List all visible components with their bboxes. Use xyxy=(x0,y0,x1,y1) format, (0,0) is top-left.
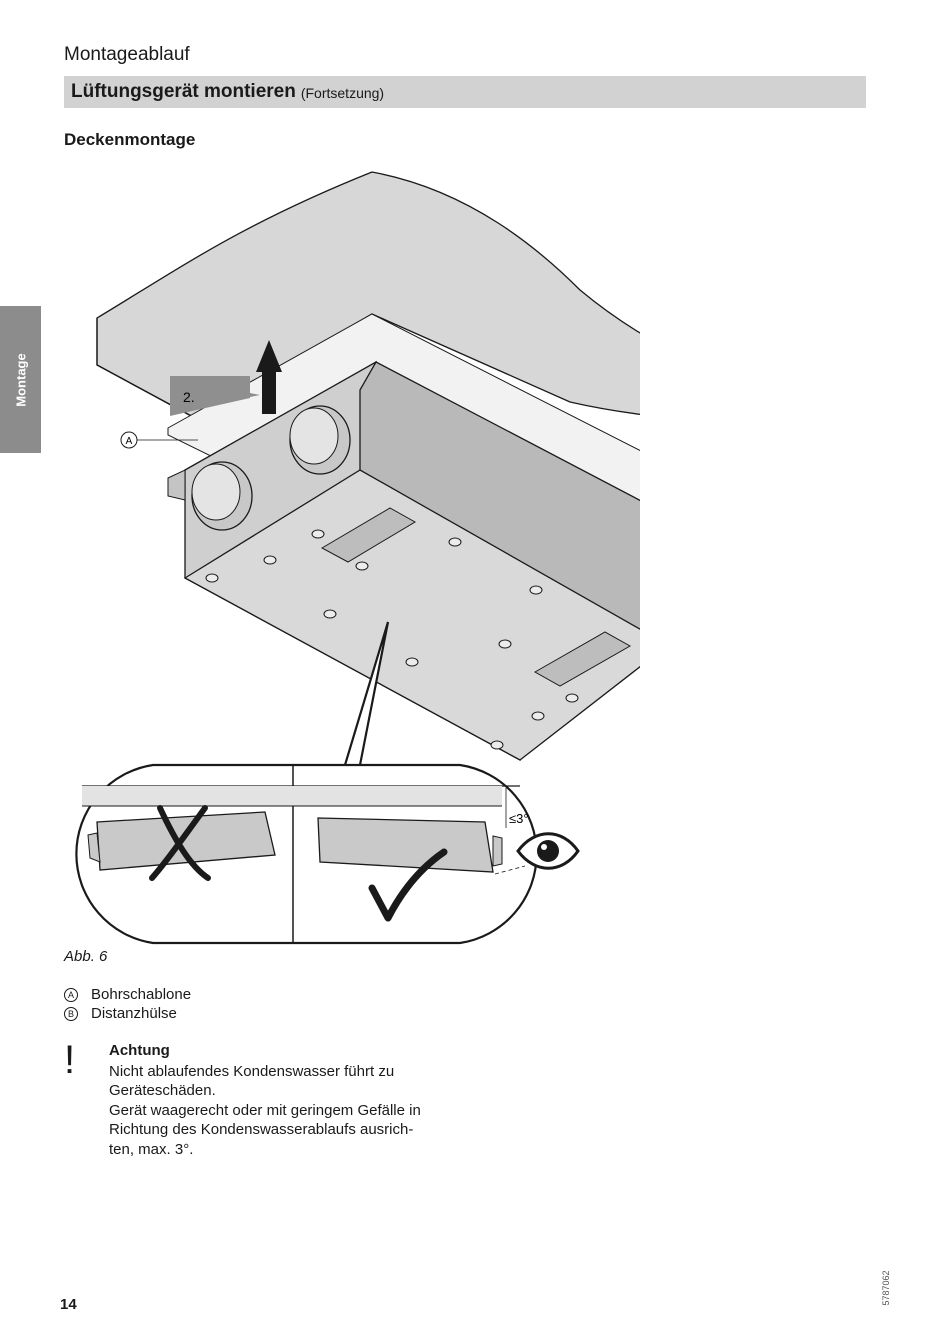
warning-text-line: Nicht ablaufendes Kondenswasser führt zu xyxy=(109,1063,395,1080)
step-2-label: 2. xyxy=(183,389,195,405)
ceiling-slab xyxy=(96,171,640,419)
legend-letter-b: B xyxy=(64,1006,78,1021)
ceiling-mount-figure: 2. 1. 6x 3. 6x A B ≤3° xyxy=(75,171,640,945)
warning-title: Achtung xyxy=(109,1042,170,1059)
warning-text-line: Richtung des Kondenswasserablaufs ausric… xyxy=(109,1121,414,1138)
document-number: 5787062 xyxy=(871,1258,901,1318)
side-tab: Montage xyxy=(0,306,41,453)
duct-connector xyxy=(191,461,253,531)
callout-a: A xyxy=(120,431,198,449)
subheading: Deckenmontage xyxy=(64,130,196,149)
eye-icon xyxy=(516,832,580,870)
title-bar: Lüftungsgerät montieren (Fortsetzung) xyxy=(64,76,866,108)
page-title: Lüftungsgerät montieren xyxy=(71,81,296,102)
side-tab-label: Montage xyxy=(13,352,28,407)
warning-text-line: Gerät waagerecht oder mit geringem Gefäl… xyxy=(109,1102,421,1119)
document-number-text: 5787062 xyxy=(881,1270,891,1306)
step-2-marker-shape xyxy=(170,377,260,414)
svg-text:A: A xyxy=(126,436,133,447)
legend-item: B Distanzhülse xyxy=(64,1005,177,1022)
duct-connector xyxy=(289,405,351,475)
figure-caption: Abb. 6 xyxy=(64,948,108,965)
page-title-continuation: (Fortsetzung) xyxy=(300,85,385,101)
up-arrow-icon xyxy=(256,340,282,414)
legend-letter-a: A xyxy=(64,987,78,1002)
checkmark-icon xyxy=(368,848,448,922)
warning-text-line: ten, max. 3°. xyxy=(109,1141,194,1158)
section-title: Montageablauf xyxy=(64,44,190,65)
legend-text-a: Bohrschablone xyxy=(91,986,192,1003)
legend-item: A Bohrschablone xyxy=(64,986,191,1003)
warning-text-line: Geräteschäden. xyxy=(109,1082,216,1099)
angle-label: ≤3° xyxy=(509,811,529,826)
legend-text-b: Distanzhülse xyxy=(91,1005,177,1022)
warning-icon: ! xyxy=(64,1038,76,1082)
ventilation-unit xyxy=(167,360,640,762)
detail-view xyxy=(75,763,538,945)
wrong-mark-icon xyxy=(149,805,211,881)
page-number: 14 xyxy=(60,1296,77,1313)
detail-pointer xyxy=(343,621,390,766)
